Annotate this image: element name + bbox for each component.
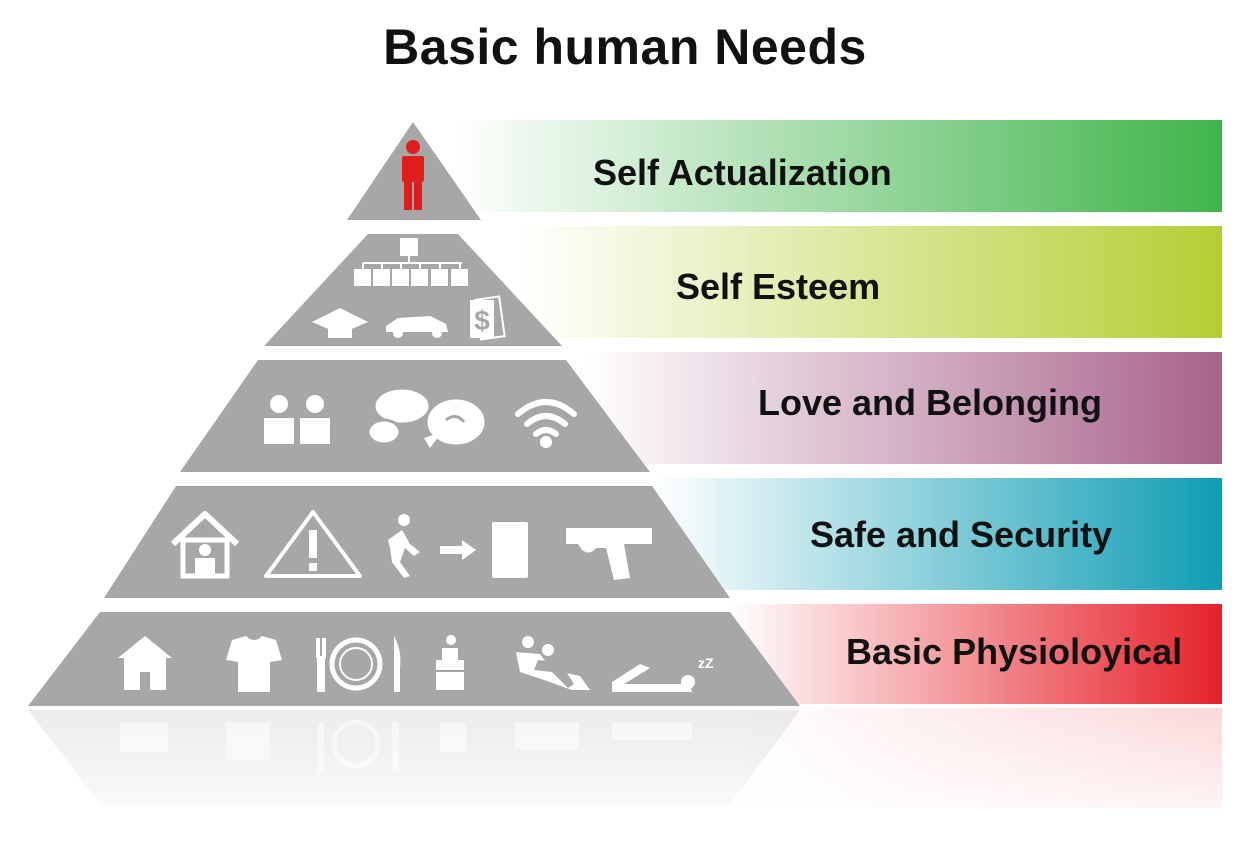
pyramid-tier-4: [104, 486, 730, 598]
chat-bubbles-icon: [366, 386, 488, 448]
diagram-title: Basic human Needs: [383, 19, 867, 75]
warning-icon: [264, 510, 362, 578]
shirt-icon: [226, 636, 282, 692]
emergency-exit-icon: [388, 514, 528, 578]
car-icon: [386, 316, 448, 338]
toilet-icon: [436, 635, 464, 690]
band-love-belonging: [585, 352, 1222, 464]
level-label-safe-security: Safe and Security: [810, 514, 1112, 555]
intimacy-icon: [516, 636, 590, 690]
band-basic-physiological: [730, 604, 1222, 704]
level-label-self-esteem: Self Esteem: [676, 266, 880, 307]
sleep-icon: zZ: [612, 655, 714, 692]
pyramid-tier-5: [28, 612, 800, 706]
people-icon: [264, 395, 330, 444]
org-chart-icon: [354, 238, 468, 286]
band-safe-security: [655, 478, 1222, 590]
level-label-self-actualization: Self Actualization: [593, 152, 892, 193]
graduation-cap-icon: [312, 308, 368, 338]
level-label-basic-physiological: Basic Physioloyical: [846, 631, 1182, 672]
person-icon: [402, 140, 424, 210]
security-guard-house-icon: [170, 511, 240, 579]
wifi-icon: [515, 399, 577, 448]
level-label-love-belonging: Love and Belonging: [758, 382, 1102, 423]
band-self-esteem: [520, 226, 1222, 338]
money-icon: $: [470, 295, 506, 341]
band-self-actualization: [455, 120, 1222, 212]
money-symbol-text: $: [474, 305, 490, 336]
house-icon: [118, 636, 172, 690]
dining-icon: [316, 636, 401, 692]
gun-icon: [566, 528, 652, 580]
sleep-text: zZ: [698, 655, 714, 671]
